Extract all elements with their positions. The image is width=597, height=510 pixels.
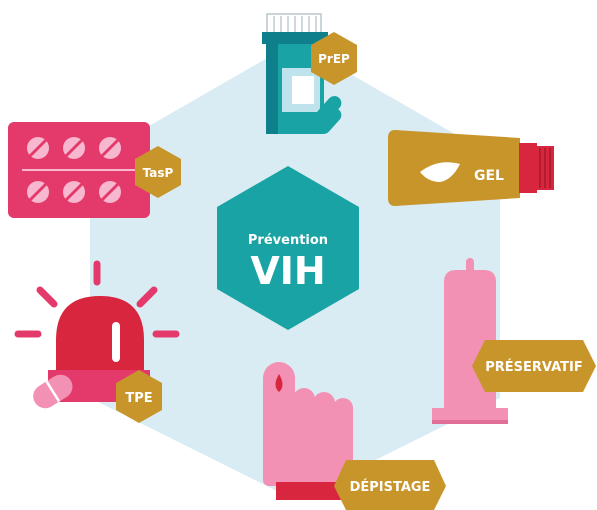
- tpe-label: TPE: [125, 391, 152, 406]
- prep-label: PrEP: [318, 52, 350, 66]
- pill-bottle-icon: [262, 13, 342, 134]
- depistage-badge: DÉPISTAGE: [334, 460, 446, 510]
- center-hexagon: Prévention VIH: [217, 166, 359, 330]
- pill-blister-icon: [8, 122, 150, 218]
- tasp-badge: TasP: [135, 146, 181, 198]
- center-title: VIH: [250, 249, 325, 293]
- prep-badge: PrEP: [311, 32, 357, 85]
- tasp-label: TasP: [143, 166, 174, 180]
- preservatif-badge: PRÉSERVATIF: [472, 340, 596, 392]
- preservatif-label: PRÉSERVATIF: [485, 359, 583, 375]
- center-subtitle: Prévention: [248, 233, 328, 248]
- tpe-badge: TPE: [116, 370, 162, 423]
- gel-label: GEL: [474, 168, 504, 184]
- depistage-label: DÉPISTAGE: [350, 479, 431, 495]
- lubricant-tube-icon: [388, 130, 554, 206]
